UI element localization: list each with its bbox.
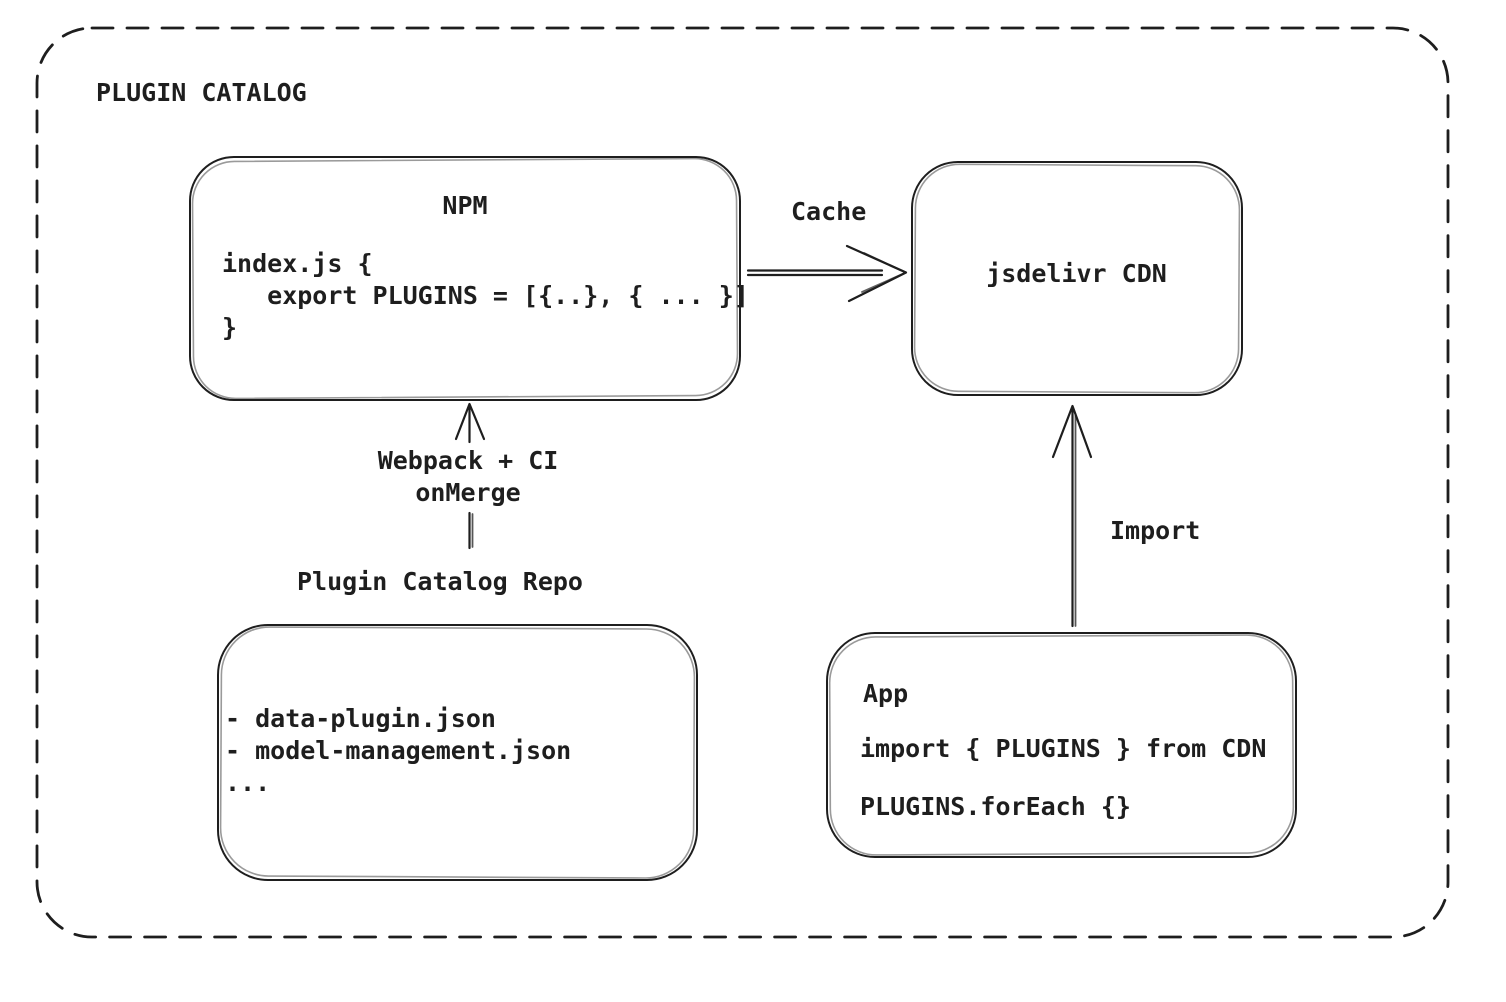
repo-box <box>217 624 698 881</box>
repo-file-list: - data-plugin.json - model-management.js… <box>225 704 572 797</box>
repo-box-title: Plugin Catalog Repo <box>297 567 583 596</box>
build-arrow <box>454 402 486 550</box>
import-arrow-label: Import <box>1110 516 1201 545</box>
import-arrow <box>1051 404 1093 628</box>
plugin-catalog-frame <box>35 26 1450 939</box>
import-arrow-head <box>1051 404 1093 459</box>
app-box <box>826 632 1297 858</box>
npm-box-sketch-stroke <box>191 157 739 400</box>
page-title: PLUGIN CATALOG <box>96 78 307 107</box>
app-box-sketch-stroke <box>828 634 1295 856</box>
cdn-box-sketch-stroke <box>913 163 1241 394</box>
npm-box <box>189 156 741 401</box>
cache-arrow-label: Cache <box>791 197 867 226</box>
cdn-box <box>911 161 1243 396</box>
build-arrow-label: Webpack + CI onMerge <box>377 446 559 507</box>
app-code-import-line: import { PLUGINS } from CDN <box>860 734 1267 763</box>
npm-code-block: index.js { export PLUGINS = [{..}, { ...… <box>222 249 749 342</box>
cache-arrow <box>746 244 908 303</box>
app-box-title: App <box>863 679 909 708</box>
app-code-foreach-line: PLUGINS.forEach {} <box>860 792 1131 821</box>
cache-arrow-head <box>845 244 908 303</box>
cdn-box-title: jsdelivr CDN <box>986 259 1167 288</box>
repo-box-sketch-stroke <box>219 626 696 879</box>
build-arrow-head <box>454 402 486 441</box>
npm-box-title: NPM <box>442 191 488 220</box>
cache-arrow-head-sketch <box>861 252 907 293</box>
